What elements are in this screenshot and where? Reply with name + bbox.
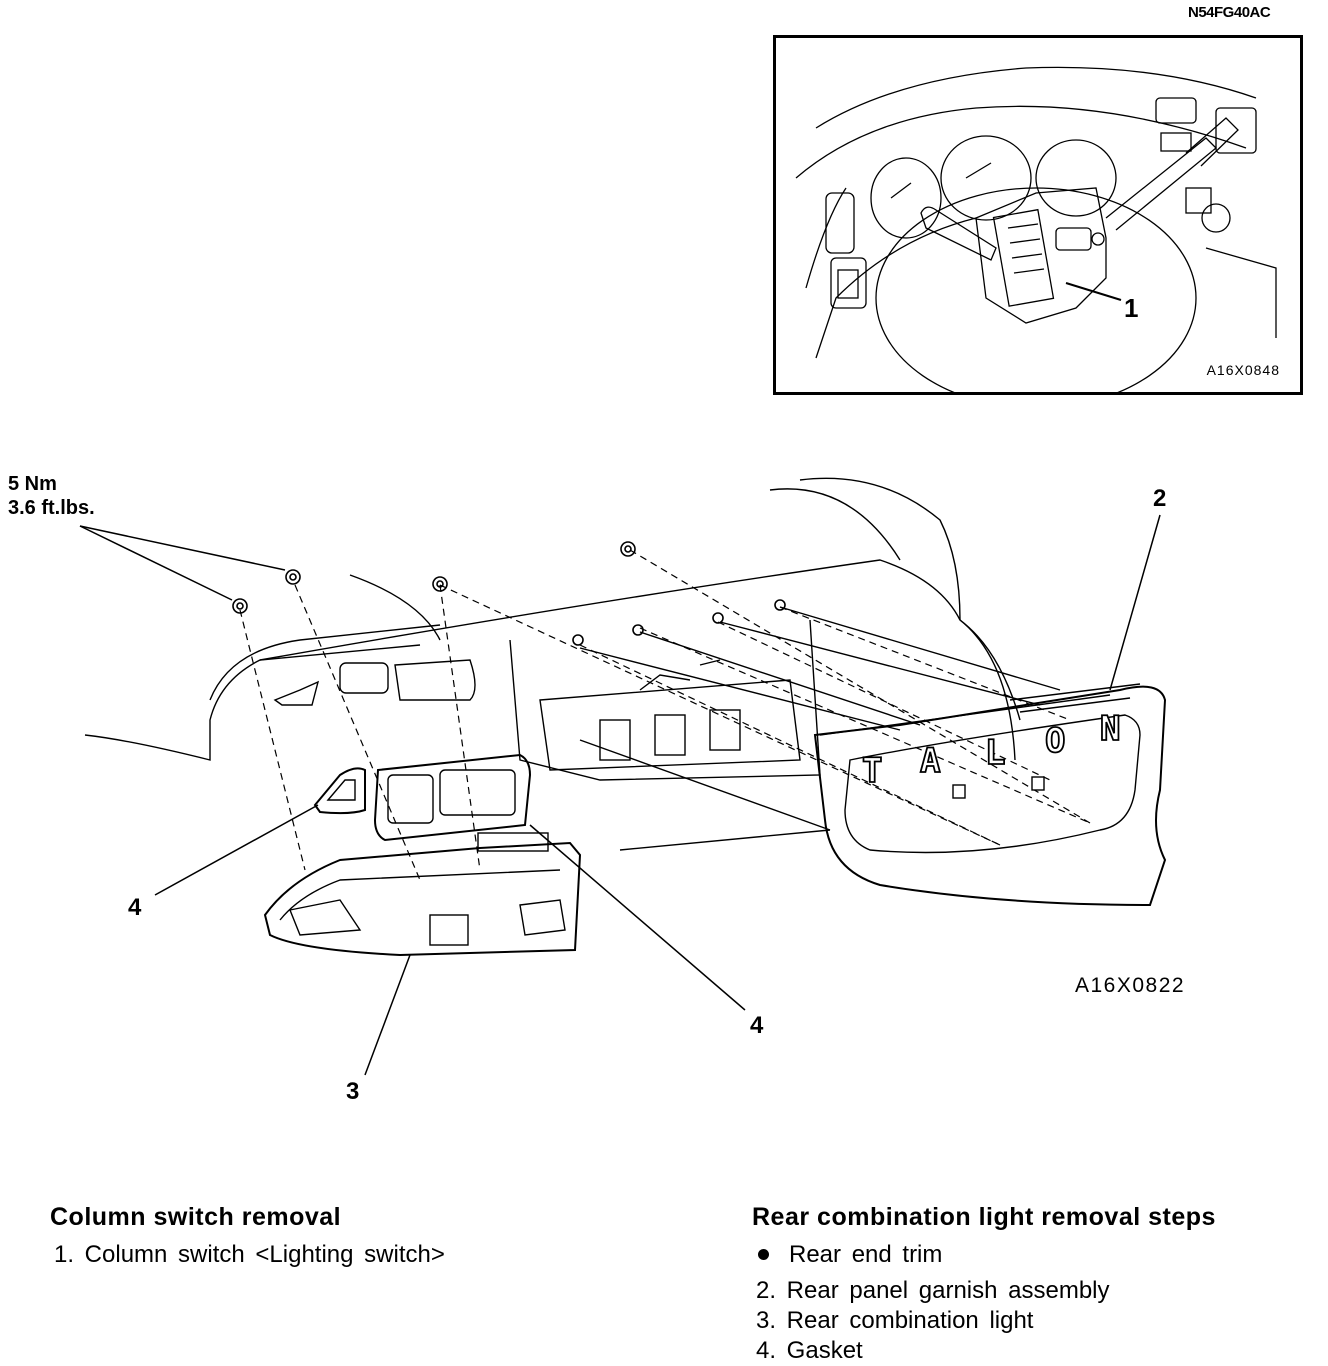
torque-ftlbs: 3.6 ft.lbs. [8,497,95,519]
rear-light-step-4: 4. Gasket [756,1337,863,1364]
inset-figure-code: A16X0848 [1206,362,1280,378]
column-switch-illustration [795,66,1277,392]
rear-light-section: Rear combination light removal steps Rea… [752,1203,1216,1366]
main-figure-code: A16X0822 [1075,974,1186,997]
rear-light-step-2: 2. Rear panel garnish assembly [756,1277,1110,1304]
document-code: N54FG40AC [1188,4,1271,21]
badge-letter-o: O [1045,721,1065,761]
torque-nm: 5 Nm [8,473,57,495]
callout-1: 1 [1124,293,1139,323]
badge-letter-t: T [862,751,882,791]
column-switch-step-1: 1. Column switch <Lighting switch> [54,1241,445,1268]
callout-4-right: 4 [750,1012,764,1039]
callout-2: 2 [1153,485,1167,512]
badge-letter-a: A [920,741,940,781]
rear-light-step-3: 3. Rear combination light [756,1307,1034,1334]
column-switch-inset: 1 A16X0848 [773,35,1303,395]
badge-letter-n: N [1100,709,1120,749]
column-switch-steps: 1. Column switch <Lighting switch> [50,1240,445,1270]
bullet-icon [758,1249,769,1261]
rear-light-bullet-item: Rear end trim [752,1240,1216,1270]
rear-light-steps: Rear end trim 2. Rear panel garnish asse… [752,1240,1216,1366]
callout-4-left: 4 [128,894,142,921]
torque-spec: 5 Nm 3.6 ft.lbs. [8,472,95,520]
column-switch-title: Column switch removal [50,1203,342,1231]
badge-letter-l: L [985,733,1005,773]
rear-light-title: Rear combination light removal steps [752,1203,1216,1231]
callout-3: 3 [346,1078,360,1105]
rear-end-trim-label: Rear end trim [789,1241,943,1268]
column-switch-section: Column switch removal 1. Column switch <… [50,1203,445,1270]
